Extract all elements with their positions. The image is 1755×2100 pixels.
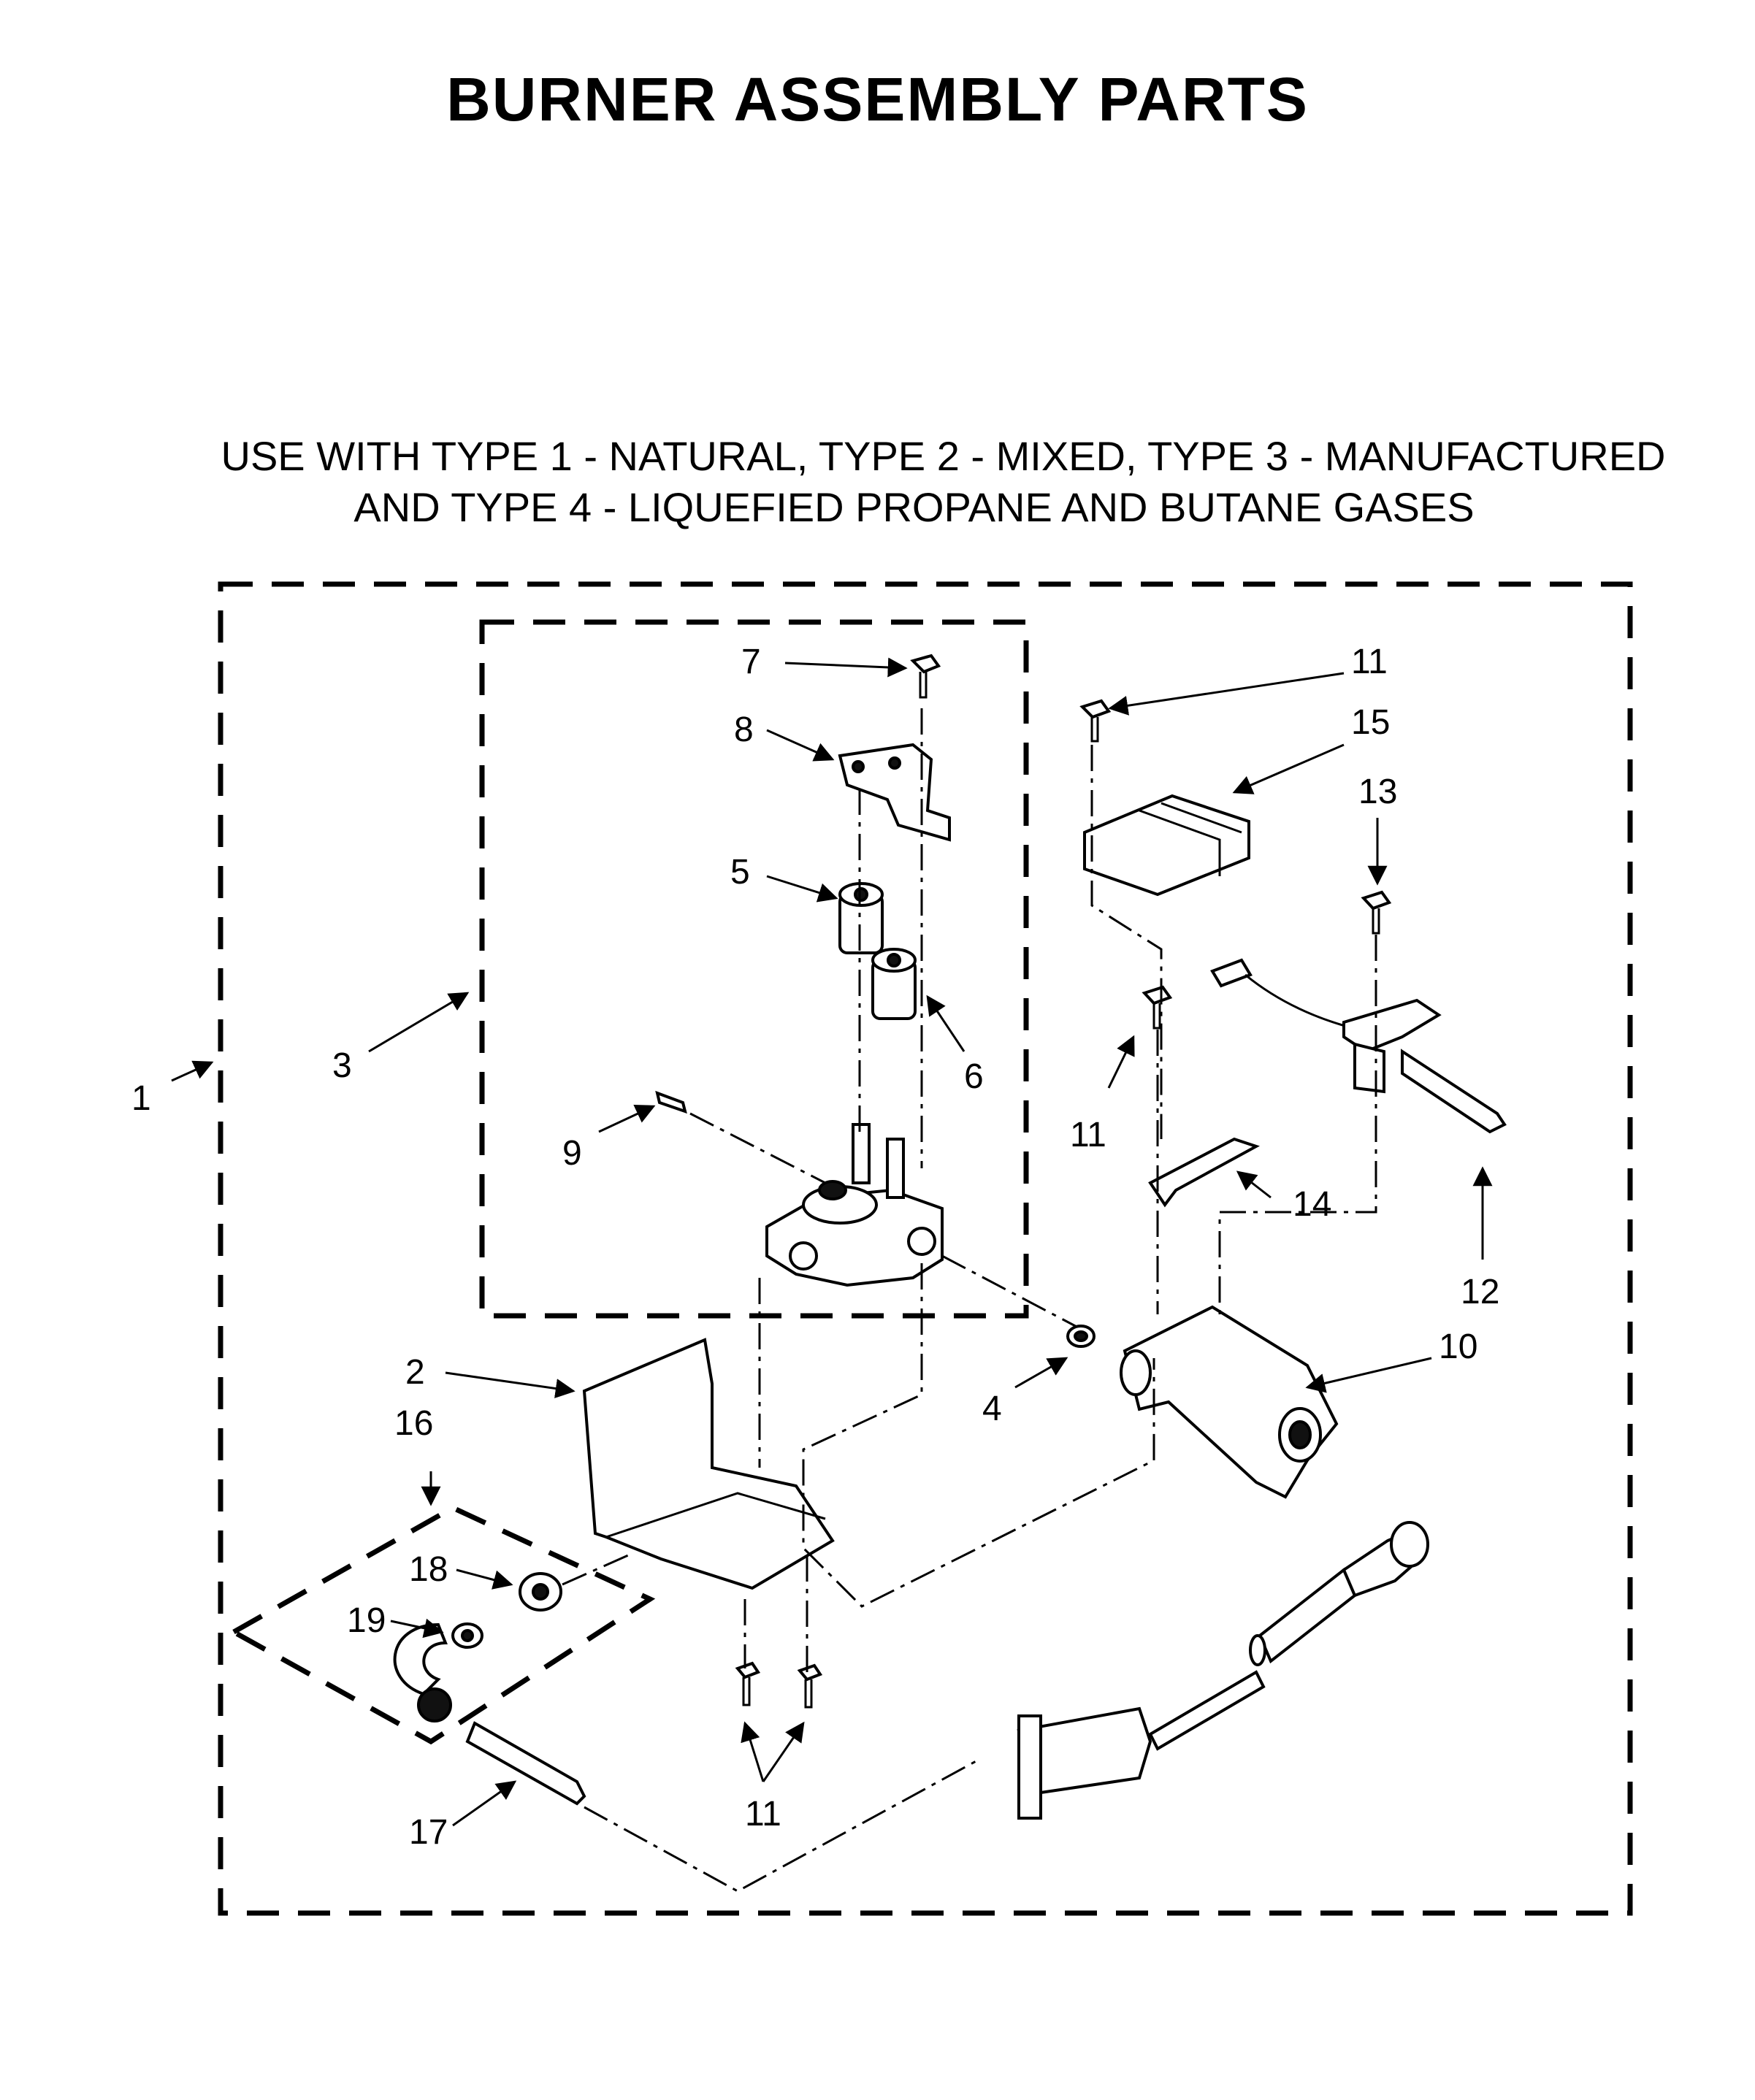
fitting-19b — [451, 1622, 483, 1649]
leader-19 — [390, 1618, 444, 1639]
leader-11-middle — [1107, 1035, 1135, 1089]
pin-9 — [655, 1090, 687, 1114]
igniter-bracket-14 — [1148, 1137, 1260, 1208]
leader-10 — [1305, 1357, 1432, 1393]
subtitle-line-2: AND TYPE 4 - LIQUEFIED PROPANE AND BUTAN… — [353, 484, 1475, 530]
screw-13 — [1361, 890, 1392, 935]
callout-3: 3 — [332, 1046, 352, 1085]
screw-7 — [910, 654, 941, 699]
leader-4 — [1014, 1357, 1068, 1389]
callout-18: 18 — [409, 1550, 448, 1589]
orifice-4 — [1066, 1325, 1096, 1348]
callout-11-middle: 11 — [1070, 1116, 1106, 1154]
leader-9 — [598, 1105, 656, 1133]
bracket-hole — [852, 760, 865, 773]
leader-18 — [456, 1568, 513, 1590]
solenoid-coil-5 — [838, 882, 884, 954]
leader-11-top — [1108, 672, 1345, 716]
leader-17 — [452, 1780, 517, 1827]
callout-7: 7 — [741, 643, 761, 681]
pipe-17 — [465, 1721, 586, 1806]
subtitle-line-1: USE WITH TYPE 1 - NATURAL, TYPE 2 - MIXE… — [221, 433, 1666, 479]
callout-14: 14 — [1293, 1185, 1331, 1224]
nut-18 — [519, 1572, 562, 1612]
callout-9: 9 — [562, 1134, 582, 1173]
callout-19: 19 — [347, 1601, 386, 1640]
leader-2 — [445, 1371, 576, 1398]
callout-13: 13 — [1358, 773, 1397, 811]
centerline — [562, 1554, 629, 1586]
callout-12: 12 — [1461, 1273, 1499, 1311]
gas-inlet-pipe — [1017, 1521, 1429, 1820]
callout-11-bottom: 11 — [745, 1795, 781, 1833]
callout-15: 15 — [1351, 703, 1390, 742]
screw-11-bottom-a — [735, 1661, 761, 1706]
bracket-hole — [888, 756, 901, 770]
leader-11-bottom-b — [762, 1721, 805, 1782]
callout-17: 17 — [409, 1813, 448, 1852]
centerline — [941, 1254, 1082, 1330]
leader-3 — [368, 992, 470, 1053]
leader-14 — [1236, 1170, 1272, 1199]
callout-4: 4 — [982, 1390, 1002, 1428]
assembly-boundary-1 — [218, 581, 1633, 1916]
callout-2: 2 — [405, 1353, 425, 1392]
callout-10: 10 — [1439, 1327, 1477, 1366]
callout-16: 16 — [394, 1404, 433, 1443]
valve-bracket-2 — [582, 1338, 835, 1590]
callout-8: 8 — [734, 710, 754, 749]
centerline — [1090, 745, 1163, 1139]
page-title: BURNER ASSEMBLY PARTS — [446, 65, 1309, 134]
igniter-12 — [1210, 958, 1507, 1134]
callout-1: 1 — [131, 1079, 151, 1118]
callout-11-top: 11 — [1351, 643, 1388, 681]
leader-1 — [171, 1060, 214, 1082]
screw-11-top — [1079, 699, 1112, 743]
centerline — [689, 1112, 826, 1184]
flame-sensor-15 — [1083, 794, 1250, 897]
leader-5 — [766, 875, 838, 903]
bracket-fold — [605, 1492, 826, 1538]
centerline — [584, 1758, 979, 1893]
leader-8 — [766, 729, 835, 762]
leader-15 — [1232, 743, 1345, 794]
gas-valve — [765, 1123, 944, 1287]
leader-6 — [926, 995, 966, 1052]
solenoid-coil-6 — [871, 948, 917, 1020]
screw-11-bottom-b — [797, 1663, 823, 1709]
centerline — [1218, 935, 1377, 1314]
screw-11-middle — [1142, 985, 1173, 1030]
leader-11-bottom-a — [741, 1721, 765, 1782]
elbow-group-boundary-16 — [228, 1505, 656, 1745]
callout-5: 5 — [730, 853, 750, 892]
valve-group-boundary-3 — [479, 619, 1029, 1319]
elbow-19 — [393, 1622, 452, 1722]
leader-7 — [784, 657, 908, 678]
callout-6: 6 — [964, 1057, 984, 1096]
